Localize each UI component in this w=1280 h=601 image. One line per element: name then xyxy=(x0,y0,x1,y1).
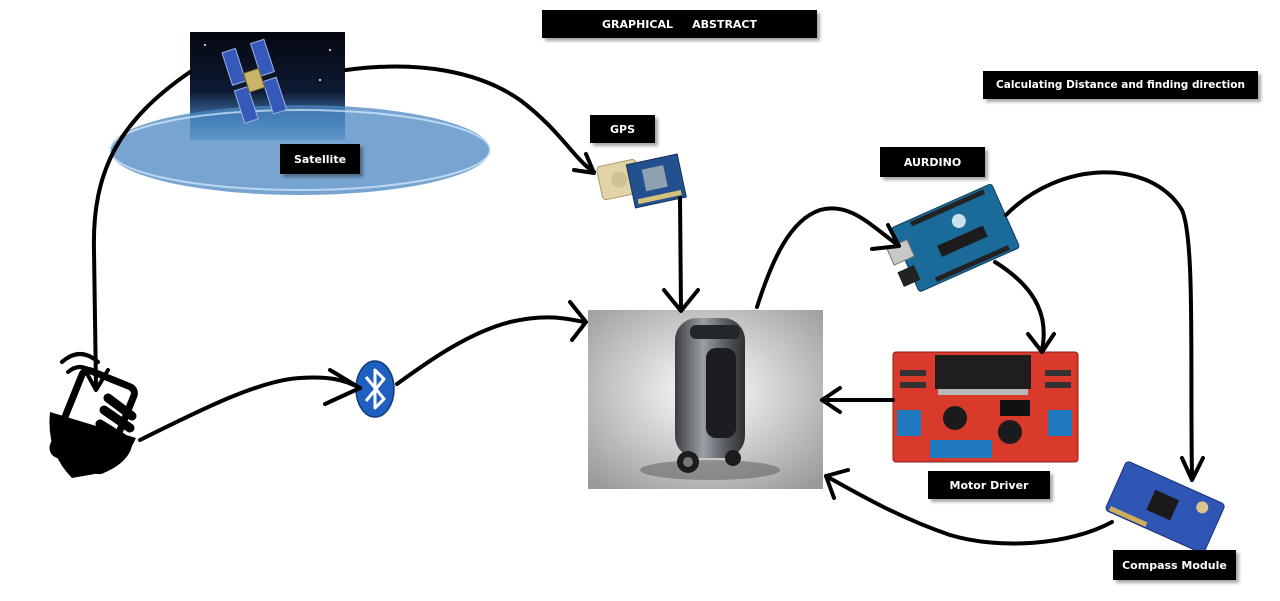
arrowhead-robot-left xyxy=(568,300,588,342)
diagram-title: GRAPHICAL ABSTRACT xyxy=(542,10,817,38)
gps-label: GPS xyxy=(590,115,655,143)
arrow-bluetooth-to-robot xyxy=(395,315,586,386)
satellite-label: Satellite xyxy=(280,144,360,174)
arduino-label: AURDINO xyxy=(880,147,985,177)
arrow-gps-to-robot xyxy=(678,196,683,312)
arduino-board-image xyxy=(886,183,1020,292)
arrowhead-robot-right xyxy=(820,386,842,414)
arrowhead-bluetooth xyxy=(323,368,362,406)
connector-arrows xyxy=(83,64,1205,546)
arrow-phone-to-bluetooth xyxy=(138,375,362,442)
arrowhead-robot-bottom xyxy=(824,468,850,500)
arrowhead-robot-top xyxy=(662,288,700,313)
arrow-satellite-to-phone xyxy=(91,70,192,390)
luggage-robot-image xyxy=(588,310,823,489)
arrow-robot-to-arduino xyxy=(755,206,900,309)
arrow-arduino-to-motor-driver xyxy=(993,260,1046,352)
arrow-compass-to-robot xyxy=(824,474,1114,546)
arrowhead-arduino xyxy=(870,223,901,251)
arrow-satellite-to-gps xyxy=(344,64,596,174)
compass-module-image xyxy=(1105,461,1225,554)
motor-driver-board-image xyxy=(892,351,1079,463)
heading-label: Calculating Distance and finding directi… xyxy=(983,71,1258,99)
arrowhead-phone xyxy=(83,368,110,392)
arrowhead-motor-driver xyxy=(1026,332,1056,354)
arrowhead-gps xyxy=(572,152,596,175)
gps-module-image xyxy=(588,153,687,209)
motor-driver-label: Motor Driver xyxy=(928,471,1050,499)
phone-in-hand-icon xyxy=(49,352,138,478)
arrow-arduino-to-compass xyxy=(1004,170,1194,480)
arrowhead-compass xyxy=(1180,456,1205,482)
compass-module-label: Compass Module xyxy=(1113,550,1236,580)
